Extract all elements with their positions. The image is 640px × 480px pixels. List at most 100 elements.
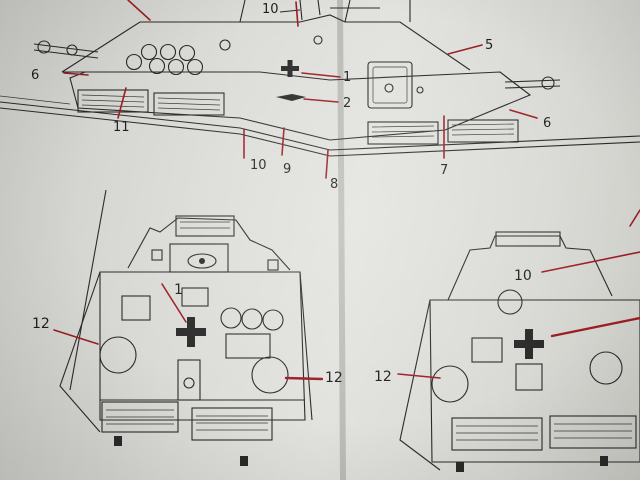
left-gun-muzzle [37,40,51,54]
left-vents [77,89,225,116]
turret-top-box [175,215,235,237]
headlight-right [251,356,289,394]
callout-line-6-left [63,72,89,76]
rear-hatch-small [471,337,503,363]
rear-view-right-drawing [397,209,640,472]
tow-eye [183,377,195,389]
turret-outline [239,0,411,23]
feet [456,456,608,472]
callout-label: 6 [31,68,39,83]
front-view-left-drawing [53,189,324,466]
vent-slats [106,409,174,425]
callout-label: 2 [343,96,351,111]
turret-top-right [495,231,561,247]
bottom-right-callout-labels: 10 12 [374,268,532,385]
hull-sides-left [59,271,313,433]
cross-insignia-front-left [176,317,206,347]
callout-line-10-right [541,251,640,273]
rear-light-right [589,351,623,385]
callout-label: 1 [174,282,183,298]
turret-detail [279,0,303,21]
rear-light-left [431,365,469,403]
turret-outline-left [127,217,291,271]
tow-hitch [177,359,201,401]
callout-label: 10 [262,2,279,17]
roundel-1 [220,307,242,329]
side-hatch [367,61,413,109]
hull-lower-outline [69,71,532,141]
side-view-drawing [0,0,640,179]
hatch-handle [384,83,394,93]
callout-line-5 [447,44,483,55]
rear-port [497,289,523,315]
gun-bore [199,258,205,264]
hull-front-left [99,271,306,421]
front-hatch-small [121,295,151,321]
top-callout-labels: 10 5 6 1 2 11 10 9 8 7 6 [31,2,551,192]
rear-tow-plate [515,363,543,391]
right-gun-muzzle [541,76,555,90]
callout-line-8 [325,149,329,179]
callout-line-10-top [295,1,299,27]
callout-label: 6 [543,116,551,131]
hull-rear-right [429,299,640,463]
front-vent-left [101,401,179,433]
callout-line-2 [303,98,339,103]
callout-line-1-front [161,283,187,323]
callout-label: 10 [250,158,267,173]
front-vent-right [191,407,273,441]
right-vents [367,119,519,145]
callout-line-top-left [127,0,151,21]
hull-top-outline [61,14,471,73]
callout-label: 10 [514,268,532,284]
hull-side-right [399,299,441,471]
ground-rail-upper [0,101,640,151]
fitting-left [219,39,231,51]
roundel-2 [241,308,263,330]
callout-line-12-rear [397,373,441,379]
turret-outline-right [447,235,613,301]
roundel-cluster [125,43,204,76]
callout-label: 1 [343,70,351,85]
callout-line-6-right [509,109,538,119]
callout-line-1 [301,72,341,78]
left-gun-barrel [33,43,99,59]
vent-slats [196,415,268,431]
callout-label: 7 [440,163,448,178]
callout-label: 11 [113,120,130,135]
vent-slats [456,425,538,441]
hatch-bolt [416,86,424,94]
left-gun-mount [66,44,78,56]
cross-insignia-top [281,60,299,77]
hull-waistline [62,71,531,96]
eagle-insignia [276,94,306,101]
callout-line-11 [117,87,127,119]
callout-label: 5 [485,38,493,53]
gun-mount-ring [187,253,217,269]
turret-top-lines [180,221,230,229]
rear-vent-left [451,417,543,451]
antenna-left [69,189,107,391]
ground-rail-left [0,95,71,105]
callout-label: 12 [325,370,343,386]
headlight-left [99,336,137,374]
callout-label: 9 [283,162,291,177]
side-hatch-inner [372,66,408,104]
callout-line-cross [550,316,640,338]
callout-line-12-left [53,329,99,345]
roundel-3 [262,309,284,331]
bottom-left-callout-labels: 1 12 12 [32,282,343,386]
vision-port-right [267,259,279,271]
cross-insignia-rear [514,329,544,359]
front-hatch-top [181,287,209,307]
callout-label: 8 [330,177,338,192]
callout-line-9 [281,127,285,156]
front-plate [225,333,271,359]
right-gun-barrel [504,79,561,89]
vision-port-left [151,249,163,261]
ground-rail-lower [0,107,640,157]
callout-label: 12 [32,316,50,332]
rear-vent-right [549,415,637,449]
